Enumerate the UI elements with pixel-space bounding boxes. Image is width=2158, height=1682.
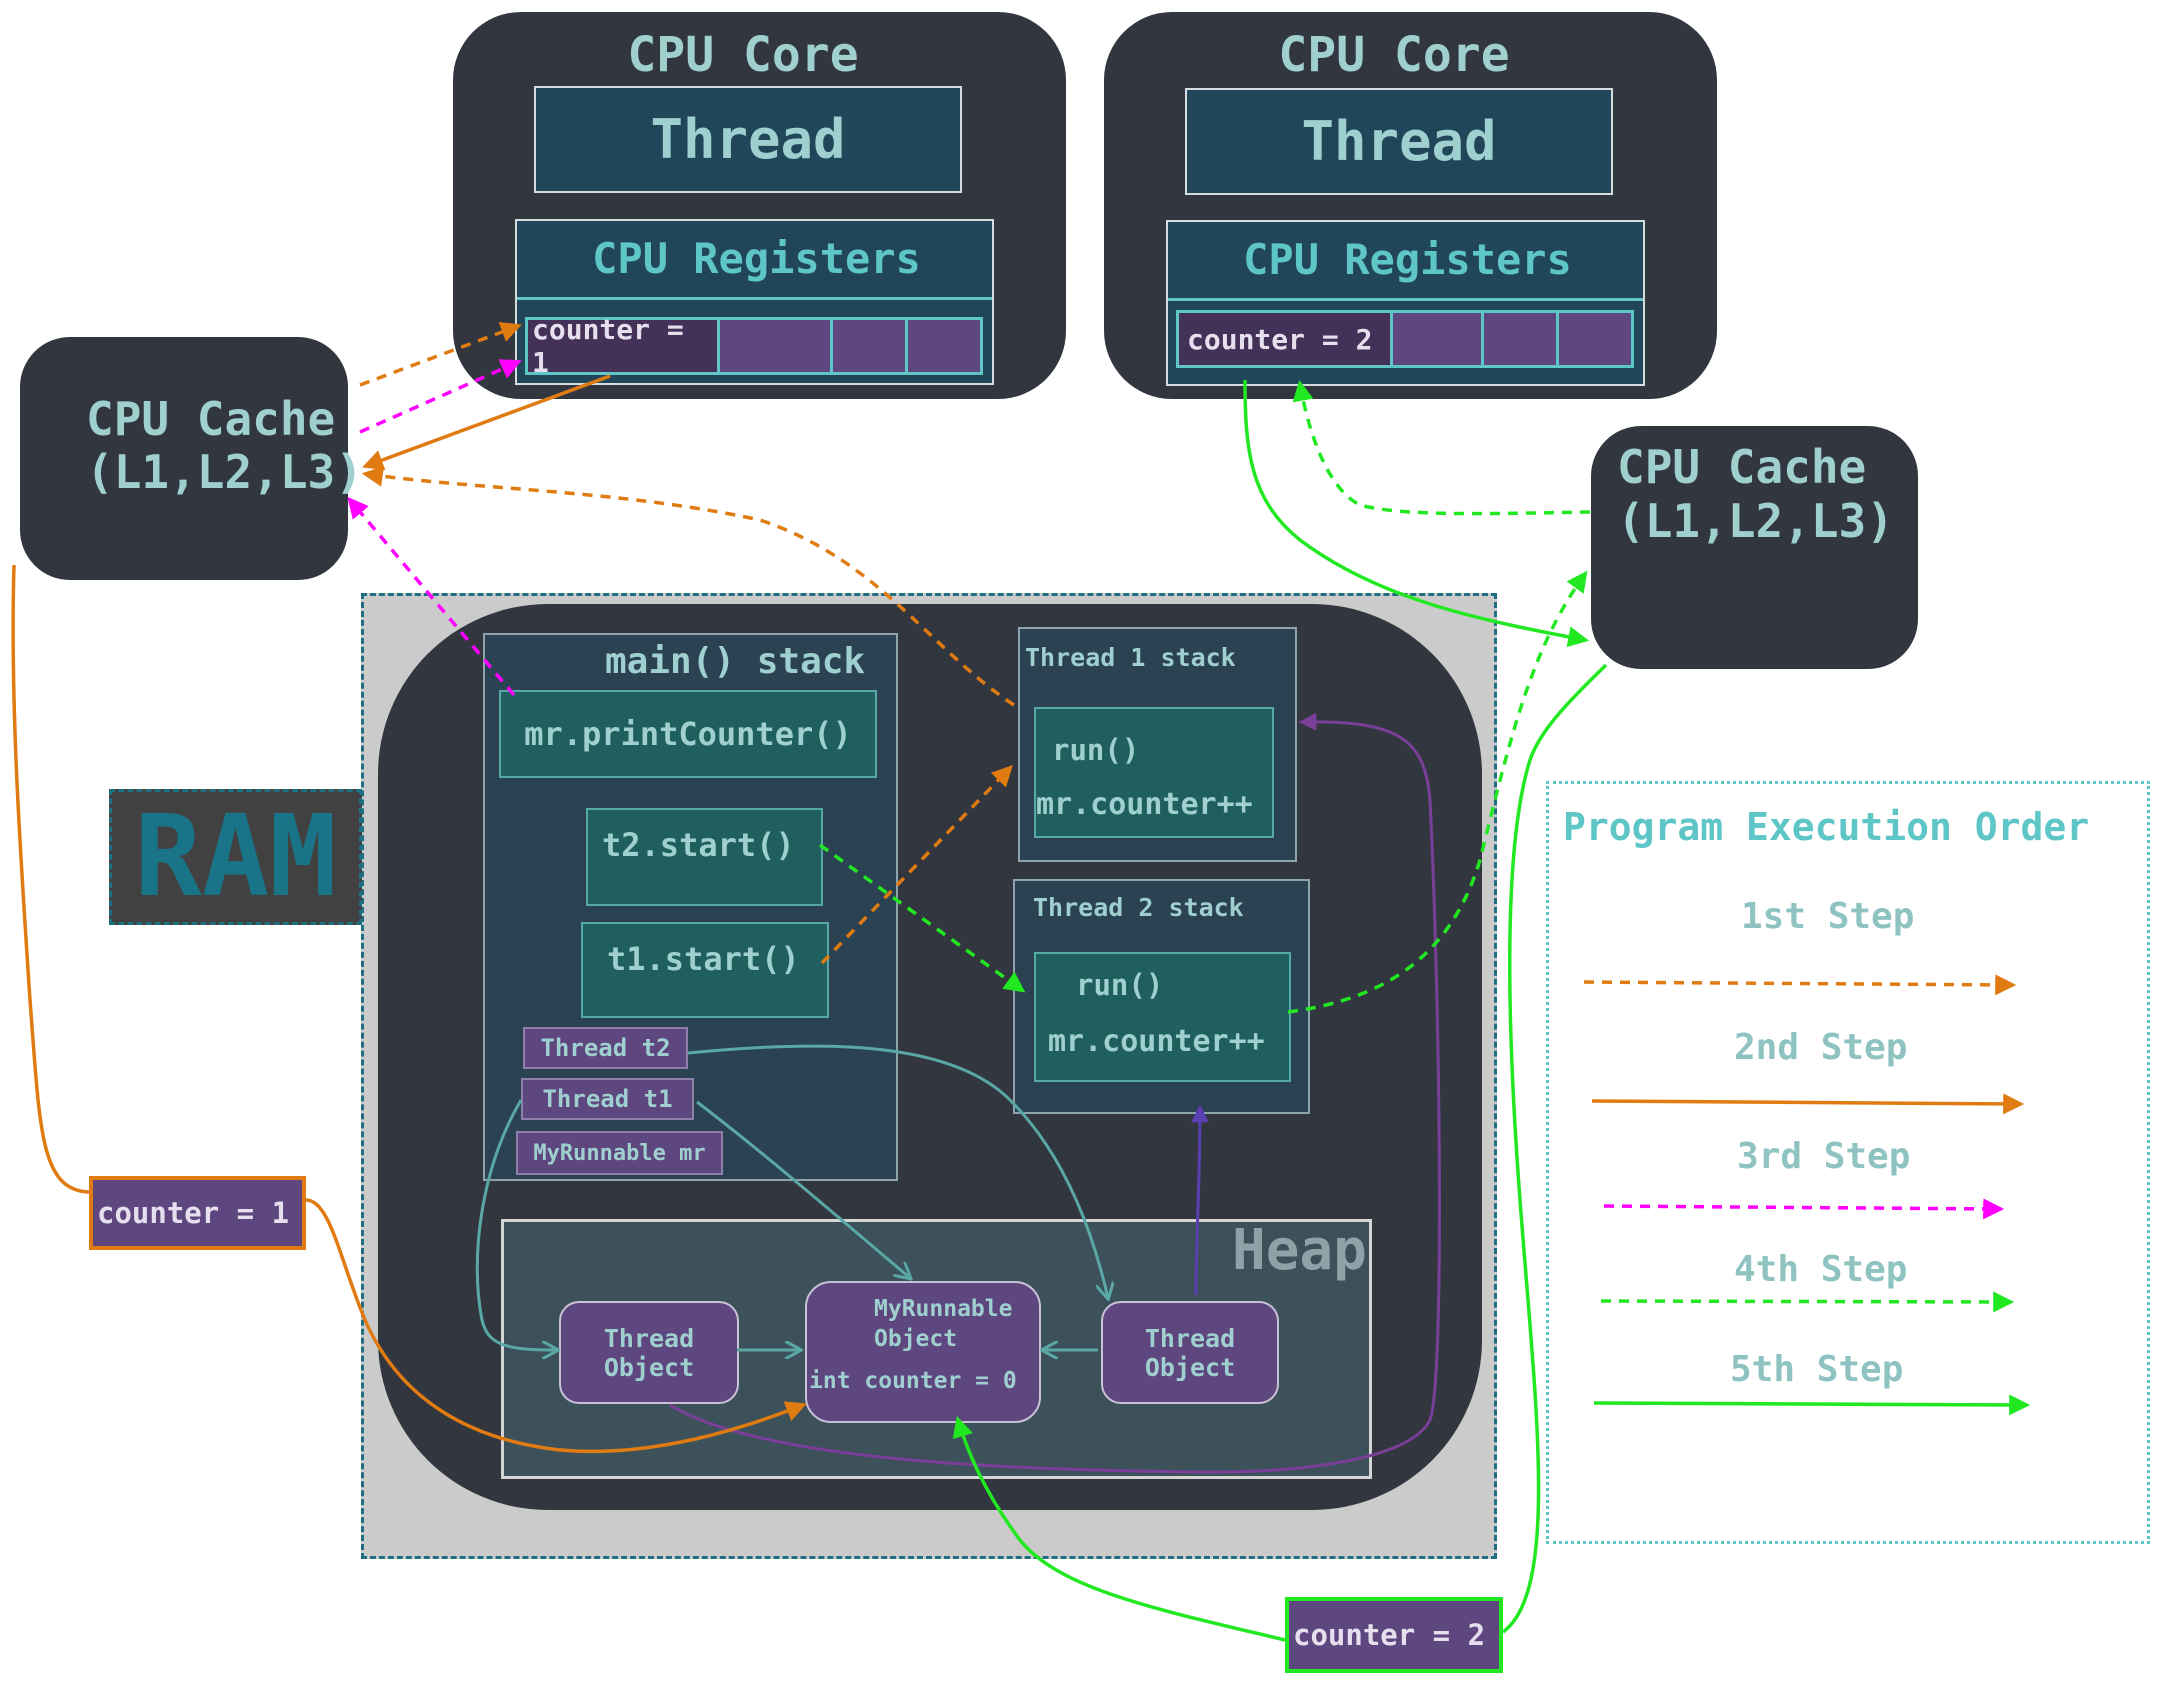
ram-label: RAM [134, 792, 337, 922]
counter-field: int counter = 0 [809, 1368, 1017, 1394]
legend-step-5-label: 5th Step [1730, 1349, 1904, 1390]
cpu-core-2-registers: CPU Registers counter = 2 [1166, 220, 1645, 386]
cpu-cache-right-line2: (L1,L2,L3) [1617, 494, 1894, 548]
cpu-core-1-register-row: counter = 1 [525, 313, 983, 379]
cpu-cache-right-line1: CPU Cache [1617, 440, 1867, 494]
register-slot [1393, 313, 1484, 365]
t1-start-call: t1.start() [581, 922, 829, 1018]
step2-arrow-cache-to-counter [11, 564, 90, 1194]
legend-step-1-label: 1st Step [1741, 896, 1915, 937]
thread2-stack-title: Thread 2 stack [1033, 893, 1244, 922]
legend-step-2-label: 2nd Step [1734, 1027, 1908, 1068]
main-stack-title: main() stack [605, 641, 866, 682]
step4-arrow-cache-to-register [1292, 379, 1591, 516]
cpu-core-2: CPU Core Thread CPU Registers counter = … [1104, 12, 1717, 399]
cpu-cache-left: CPU Cache (L1,L2,L3) [20, 337, 363, 580]
thread-t2-ref: Thread t2 [523, 1027, 688, 1069]
thread1-stack: Thread 1 stack run() mr.counter++ [1018, 627, 1297, 862]
legend-step-3-label: 3rd Step [1737, 1136, 1911, 1177]
thread2-stack: Thread 2 stack run() mr.counter++ [1013, 879, 1310, 1114]
register-slot [1559, 313, 1631, 365]
thread1-stack-title: Thread 1 stack [1025, 643, 1236, 672]
register-slot [720, 320, 833, 372]
cpu-core-1-thread: Thread [534, 86, 962, 193]
register-slot [833, 320, 908, 372]
register-divider [517, 297, 992, 300]
thread2-run-frame: run() mr.counter++ [1034, 952, 1291, 1082]
cpu-cache-left-line2: (L1,L2,L3) [86, 445, 363, 499]
cpu-core-1-registers-label: CPU Registers [592, 233, 921, 283]
cpu-core-2-title: CPU Core [1278, 27, 1510, 83]
cpu-core-2-thread: Thread [1185, 88, 1613, 195]
thread-object-right: Thread Object [1101, 1301, 1279, 1404]
main-stack: main() stack mr.printCounter() t2.start(… [483, 633, 898, 1181]
legend: Program Execution Order 1st Step 2nd Ste… [1546, 781, 2150, 1544]
heap: Heap Thread Object MyRunnable Object int… [501, 1218, 1372, 1479]
register-counter-2: counter = 2 [1179, 313, 1393, 365]
counter-box-bottom: counter = 2 [1285, 1597, 1503, 1673]
thread-object-left: Thread Object [559, 1301, 739, 1404]
cpu-core-1-registers: CPU Registers counter = 1 [515, 219, 994, 385]
register-slot [908, 320, 980, 372]
cpu-cache-right: CPU Cache (L1,L2,L3) [1591, 426, 1918, 669]
register-divider [1168, 298, 1643, 301]
heap-title: Heap [1232, 1218, 1367, 1283]
cpu-cache-left-line1: CPU Cache [86, 392, 336, 446]
cpu-core-1: CPU Core Thread CPU Registers counter = … [453, 12, 1066, 399]
ram-label-box: RAM [109, 789, 362, 925]
register-counter-1: counter = 1 [528, 313, 720, 379]
cpu-core-1-title: CPU Core [627, 27, 859, 83]
thread-t1-ref: Thread t1 [521, 1078, 694, 1120]
myrunnable-ref: MyRunnable mr [516, 1131, 723, 1175]
register-slot [1484, 313, 1559, 365]
legend-title: Program Execution Order [1563, 805, 2090, 849]
legend-step-4-label: 4th Step [1734, 1249, 1908, 1290]
thread1-run-frame: run() mr.counter++ [1034, 707, 1274, 838]
print-counter-call: mr.printCounter() [499, 690, 877, 778]
myrunnable-object: MyRunnable Object int counter = 0 [805, 1281, 1041, 1423]
cpu-core-2-registers-label: CPU Registers [1243, 234, 1572, 284]
counter-box-left: counter = 1 [89, 1176, 306, 1250]
cpu-core-2-register-row: counter = 2 [1176, 310, 1634, 368]
t2-start-call: t2.start() [586, 808, 823, 906]
